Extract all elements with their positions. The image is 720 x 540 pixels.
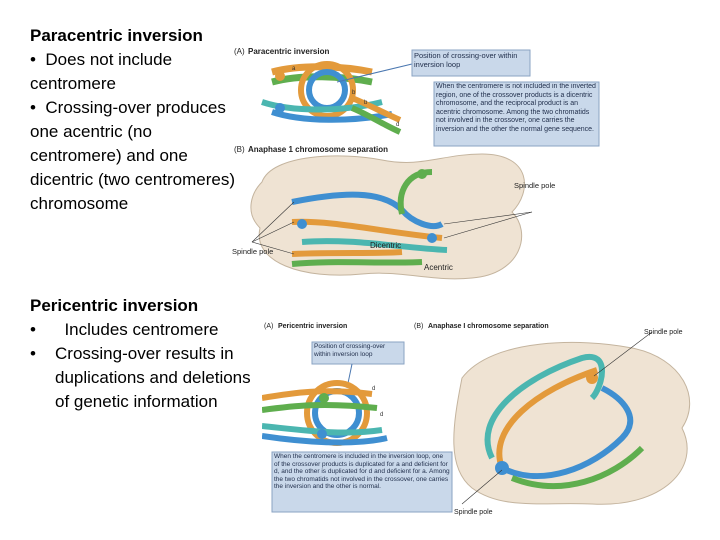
spindle-pole-top-label: Spindle pole xyxy=(644,329,683,336)
pericentric-bullet-1-text: Includes centromere xyxy=(64,320,219,339)
paracentric-heading: Paracentric inversion xyxy=(30,26,203,45)
pericentric-heading: Pericentric inversion xyxy=(30,296,199,315)
paracentric-bullet-1: • Does not include centromere xyxy=(30,48,235,96)
pericentric-explanation: When the centromere is included in the i… xyxy=(274,453,450,491)
svg-text:b: b xyxy=(352,90,356,96)
panel-b-label: (B) xyxy=(414,323,423,330)
svg-text:b: b xyxy=(364,100,368,106)
paracentric-explanation: When the centromere is not included in t… xyxy=(436,83,596,133)
pericentric-bullet-2-text: Crossing-over results in duplications an… xyxy=(55,344,251,411)
dicentric-label: Dicentric xyxy=(370,241,401,250)
pericentric-diagram: (A) Pericentric inversion (B) Anaphase I… xyxy=(261,323,691,516)
spindle-pole-right-label: Spindle pole xyxy=(514,181,555,190)
svg-text:d: d xyxy=(380,412,383,418)
paracentric-diagram: (A) Paracentric inversion a b b d Positi… xyxy=(232,47,600,280)
pericentric-bullet-2: • Crossing-over results in duplications a… xyxy=(30,342,260,414)
pericentric-loop: d d xyxy=(261,380,388,446)
svg-text:d: d xyxy=(396,122,399,128)
pericentric-bullet-1: • Includes centromere xyxy=(30,318,260,342)
panel-a-label: (A) xyxy=(234,47,245,56)
panel-a-title: Paracentric inversion xyxy=(248,47,329,56)
cell-outline xyxy=(250,153,525,280)
bullet-dot: • xyxy=(30,344,36,363)
panel-b-title: Anaphase 1 chromosome separation xyxy=(248,145,388,154)
pericentric-figure: (A) Pericentric inversion (B) Anaphase I… xyxy=(261,318,702,516)
bullet-dot: • xyxy=(30,320,36,339)
svg-text:a: a xyxy=(292,66,296,72)
paracentric-bullet-1-text: Does not include centromere xyxy=(30,50,173,93)
paracentric-bullet-2-text: Crossing-over produces one acentric (no … xyxy=(30,98,236,213)
crossing-over-note: Position of crossing-over within inversi… xyxy=(414,51,518,69)
inversion-loop: a b b d xyxy=(261,61,402,135)
bullet-dot: • xyxy=(30,98,36,117)
panel-a-label: (A) xyxy=(264,323,273,330)
panel-b-label: (B) xyxy=(234,145,245,154)
paracentric-bullet-2: • Crossing-over produces one acentric (n… xyxy=(30,96,235,216)
spindle-pole-bottom-label: Spindle pole xyxy=(454,509,493,516)
panel-a-title: Pericentric inversion xyxy=(278,323,347,330)
acentric-label: Acentric xyxy=(424,263,453,272)
crossing-over-note: Position of crossing-over within inversi… xyxy=(314,343,386,358)
spindle-pole-left-label: Spindle pole xyxy=(232,247,273,256)
paracentric-figure: (A) Paracentric inversion a b b d Positi… xyxy=(232,42,602,282)
cell-outline xyxy=(453,341,691,505)
panel-b-title: Anaphase I chromosome separation xyxy=(428,323,549,330)
svg-text:d: d xyxy=(372,386,375,392)
paracentric-text-block: Paracentric inversion • Does not include… xyxy=(30,24,235,216)
pericentric-text-block: Pericentric inversion • Includes centrom… xyxy=(30,294,260,414)
bullet-dot: • xyxy=(30,50,36,69)
